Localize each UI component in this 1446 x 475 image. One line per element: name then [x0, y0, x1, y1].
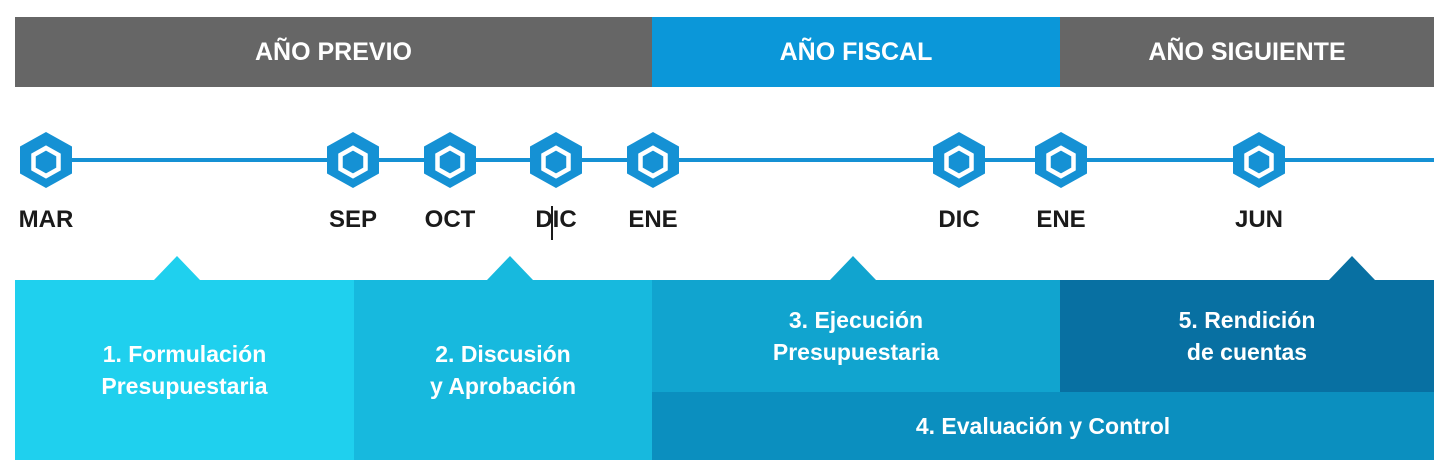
- month-label-sep: SEP: [328, 206, 378, 233]
- phase-label: 3. Ejecución Presupuestaria: [772, 307, 940, 365]
- period-label: AÑO FISCAL: [779, 37, 933, 66]
- phase-pointer: [830, 256, 876, 280]
- period-bar-next-year: AÑO SIGUIENTE: [1060, 17, 1434, 87]
- phase-formulacion: 1. Formulación Presupuestaria: [15, 280, 354, 460]
- hexagon-marker-icon: [933, 132, 985, 188]
- phase-label: 5. Rendición de cuentas: [1178, 307, 1316, 365]
- phase-ejecucion: 3. Ejecución Presupuestaria: [652, 280, 1060, 392]
- month-label-mar: MAR: [18, 206, 74, 233]
- hexagon-marker-icon: [1035, 132, 1087, 188]
- phase-label: 1. Formulación Presupuestaria: [101, 341, 268, 399]
- period-label: AÑO PREVIO: [255, 37, 412, 66]
- hexagon-marker-icon: [627, 132, 679, 188]
- phase-pointer: [487, 256, 533, 280]
- phase-pointer: [154, 256, 200, 280]
- phase-discusion: 2. Discusión y Aprobación: [354, 280, 652, 460]
- hexagon-marker-icon: [327, 132, 379, 188]
- month-label-ene: ENE: [628, 206, 678, 233]
- hexagon-marker-icon: [1233, 132, 1285, 188]
- phase-label: 4. Evaluación y Control: [915, 413, 1171, 439]
- period-bar-previous-year: AÑO PREVIO: [15, 17, 652, 87]
- month-label-dic-fiscal: DIC: [938, 206, 980, 233]
- hexagon-marker-icon: [424, 132, 476, 188]
- month-label-jun: JUN: [1234, 206, 1284, 233]
- period-bar-fiscal-year: AÑO FISCAL: [652, 17, 1060, 87]
- hexagon-marker-icon: [20, 132, 72, 188]
- phase-label: 2. Discusión y Aprobación: [429, 341, 577, 399]
- text-cursor: [551, 206, 553, 240]
- month-label-oct: OCT: [424, 206, 476, 233]
- period-label: AÑO SIGUIENTE: [1148, 37, 1346, 66]
- month-label-dic: DIC: [535, 206, 577, 233]
- phase-rendicion: 5. Rendición de cuentas: [1060, 280, 1434, 392]
- phase-pointer: [1329, 256, 1375, 280]
- phase-evaluacion: 4. Evaluación y Control: [652, 392, 1434, 460]
- month-label-ene-next: ENE: [1036, 206, 1086, 233]
- timeline-line: [30, 158, 1434, 162]
- hexagon-marker-icon: [530, 132, 582, 188]
